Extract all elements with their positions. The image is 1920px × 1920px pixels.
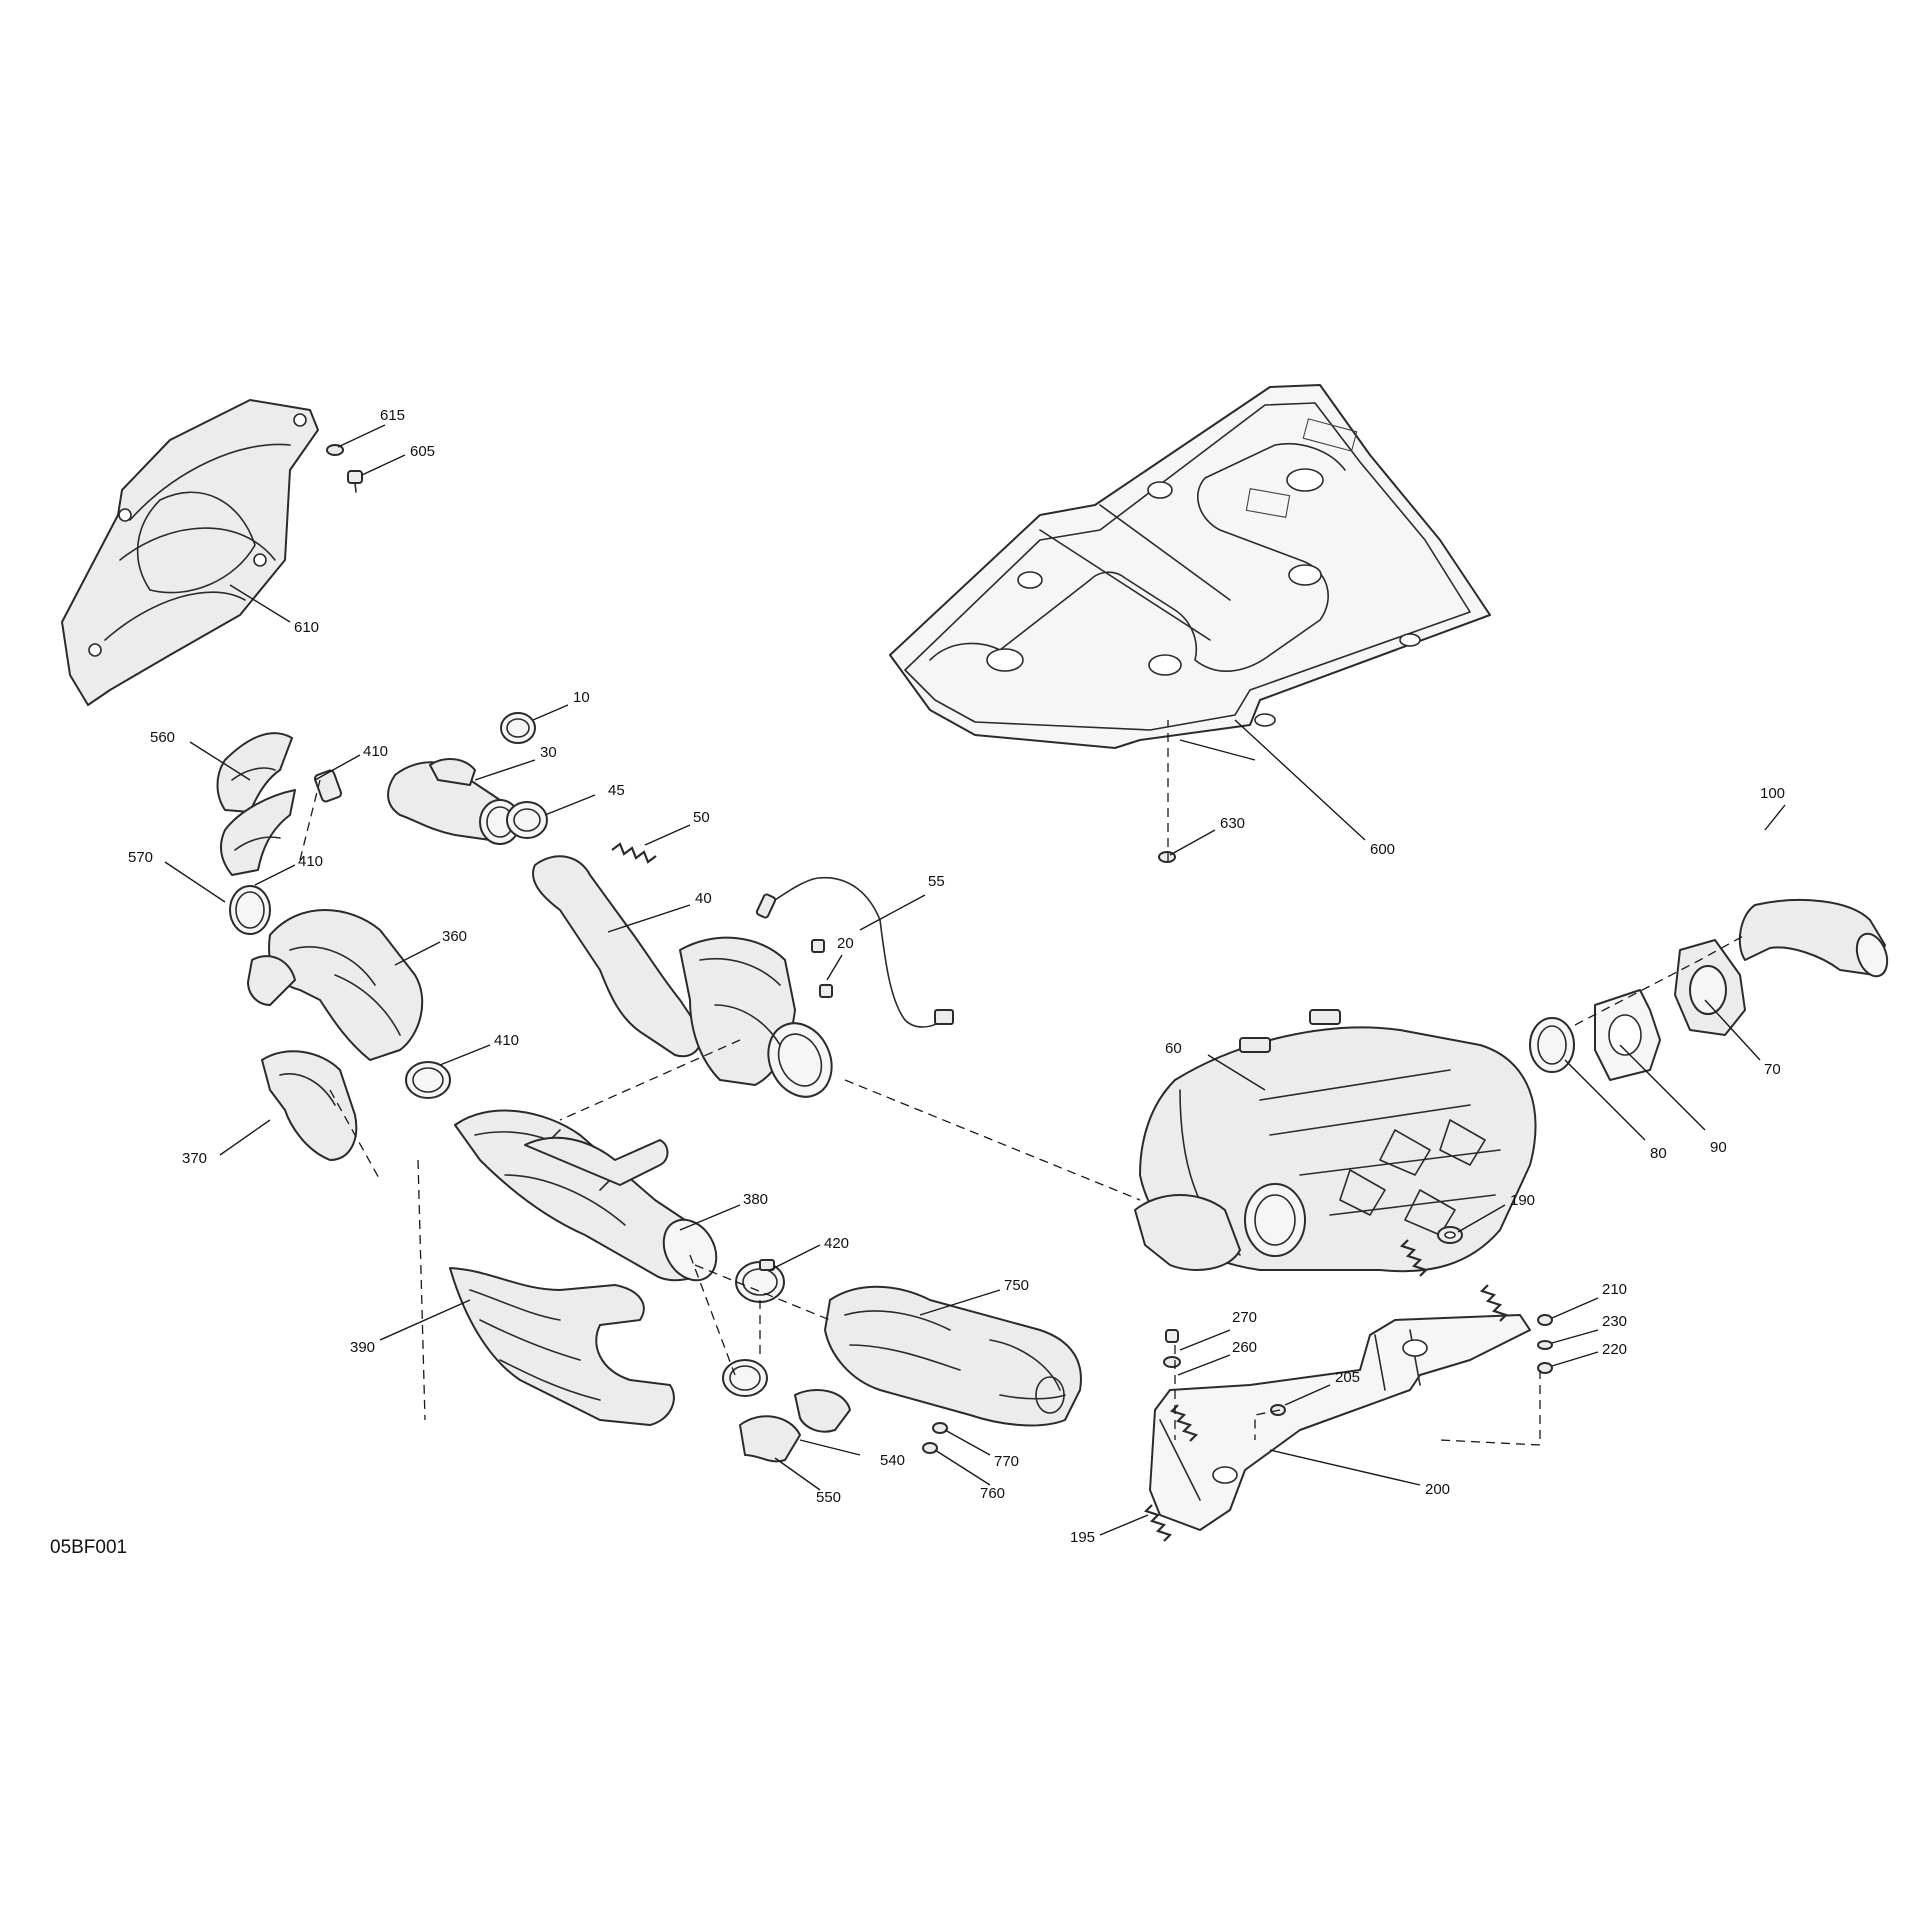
part-40-front-pipe bbox=[532, 855, 833, 1098]
part-20-sensor-plug bbox=[819, 984, 833, 998]
callout-20: 20 bbox=[837, 935, 854, 952]
part-195-spring bbox=[1143, 1404, 1199, 1542]
part-410-clamp-c bbox=[405, 1061, 451, 1099]
part-190-grommet bbox=[1437, 1226, 1463, 1244]
callout-615: 615 bbox=[380, 407, 405, 424]
callout-40: 40 bbox=[695, 890, 712, 907]
part-390-heat-shield bbox=[449, 1267, 675, 1426]
part-610-heat-shield bbox=[61, 399, 319, 706]
part-410-clamp-d bbox=[722, 1359, 768, 1397]
callout-420: 420 bbox=[824, 1235, 849, 1252]
callout-610: 610 bbox=[294, 619, 319, 636]
callout-370: 370 bbox=[182, 1150, 207, 1167]
callout-605: 605 bbox=[410, 443, 435, 460]
part-10-gasket bbox=[500, 712, 536, 744]
callout-50: 50 bbox=[693, 809, 710, 826]
assembly-lines bbox=[299, 720, 1746, 1446]
callout-90: 90 bbox=[1710, 1139, 1727, 1156]
part-220-nut bbox=[1537, 1362, 1553, 1374]
callout-205: 205 bbox=[1335, 1369, 1360, 1386]
callout-540: 540 bbox=[880, 1452, 905, 1469]
part-380-catalytic-converter bbox=[454, 1109, 718, 1282]
part-540-shield bbox=[794, 1389, 851, 1433]
figure-id: 05BF001 bbox=[50, 1537, 127, 1558]
part-80-sleeve bbox=[1529, 1017, 1575, 1073]
part-550-shield bbox=[739, 1415, 801, 1463]
callout-80: 80 bbox=[1650, 1145, 1667, 1162]
callout-200: 200 bbox=[1425, 1481, 1450, 1498]
callouts: 615 605 610 10 30 45 50 40 55 20 600 630… bbox=[128, 407, 1785, 1546]
part-55-oxygen-sensor bbox=[755, 876, 954, 1028]
part-560-shield bbox=[216, 732, 293, 813]
leader-lines bbox=[164, 424, 1786, 1536]
callout-230: 230 bbox=[1602, 1313, 1627, 1330]
part-100-tail-pipe bbox=[1738, 899, 1889, 978]
callout-770: 770 bbox=[994, 1453, 1019, 1470]
callout-390: 390 bbox=[350, 1339, 375, 1356]
part-750-heat-shield bbox=[824, 1285, 1082, 1427]
callout-360: 360 bbox=[442, 928, 467, 945]
callout-60: 60 bbox=[1165, 1040, 1182, 1057]
callout-410-b: 410 bbox=[298, 853, 323, 870]
part-270-bolt bbox=[1165, 1329, 1179, 1343]
part-230-washer bbox=[1537, 1340, 1553, 1350]
callout-30: 30 bbox=[540, 744, 557, 761]
callout-100: 100 bbox=[1760, 785, 1785, 802]
callout-560: 560 bbox=[150, 729, 175, 746]
part-410-clamp-b bbox=[229, 885, 271, 935]
callout-10: 10 bbox=[573, 689, 590, 706]
callout-210: 210 bbox=[1602, 1281, 1627, 1298]
callout-55: 55 bbox=[928, 873, 945, 890]
part-70-tail-pipe-flange bbox=[1674, 939, 1746, 1036]
part-410-clamp-a bbox=[313, 769, 343, 803]
part-760-nut bbox=[922, 1442, 938, 1454]
callout-380: 380 bbox=[743, 1191, 768, 1208]
part-370-shield bbox=[261, 1050, 358, 1161]
part-770-washer bbox=[932, 1422, 948, 1434]
part-45-gasket bbox=[506, 801, 548, 839]
part-90-gasket bbox=[1594, 989, 1661, 1081]
part-50-spring bbox=[611, 842, 657, 864]
callout-270: 270 bbox=[1232, 1309, 1257, 1326]
part-60-muffler bbox=[1134, 1009, 1537, 1273]
part-210-bolt bbox=[1537, 1314, 1553, 1326]
callout-630: 630 bbox=[1220, 815, 1245, 832]
callout-45: 45 bbox=[608, 782, 625, 799]
callout-410-a: 410 bbox=[363, 743, 388, 760]
part-200-bracket bbox=[1149, 1314, 1531, 1531]
part-570-shield bbox=[219, 789, 296, 876]
part-360-y-pipe bbox=[247, 909, 424, 1061]
callout-70: 70 bbox=[1764, 1061, 1781, 1078]
part-605-fastener bbox=[347, 470, 363, 493]
callout-600: 600 bbox=[1370, 841, 1395, 858]
callout-260: 260 bbox=[1232, 1339, 1257, 1356]
callout-750: 750 bbox=[1004, 1277, 1029, 1294]
part-195-spring-upper bbox=[1399, 1239, 1509, 1322]
part-615-nut bbox=[326, 444, 344, 456]
callout-195: 195 bbox=[1070, 1529, 1095, 1546]
part-600-skid-plate bbox=[889, 384, 1491, 749]
callout-550: 550 bbox=[816, 1489, 841, 1506]
callout-570: 570 bbox=[128, 849, 153, 866]
callout-760: 760 bbox=[980, 1485, 1005, 1502]
callout-220: 220 bbox=[1602, 1341, 1627, 1358]
callout-410-c: 410 bbox=[494, 1032, 519, 1049]
part-260-washer bbox=[1163, 1356, 1181, 1368]
callout-190: 190 bbox=[1510, 1192, 1535, 1209]
